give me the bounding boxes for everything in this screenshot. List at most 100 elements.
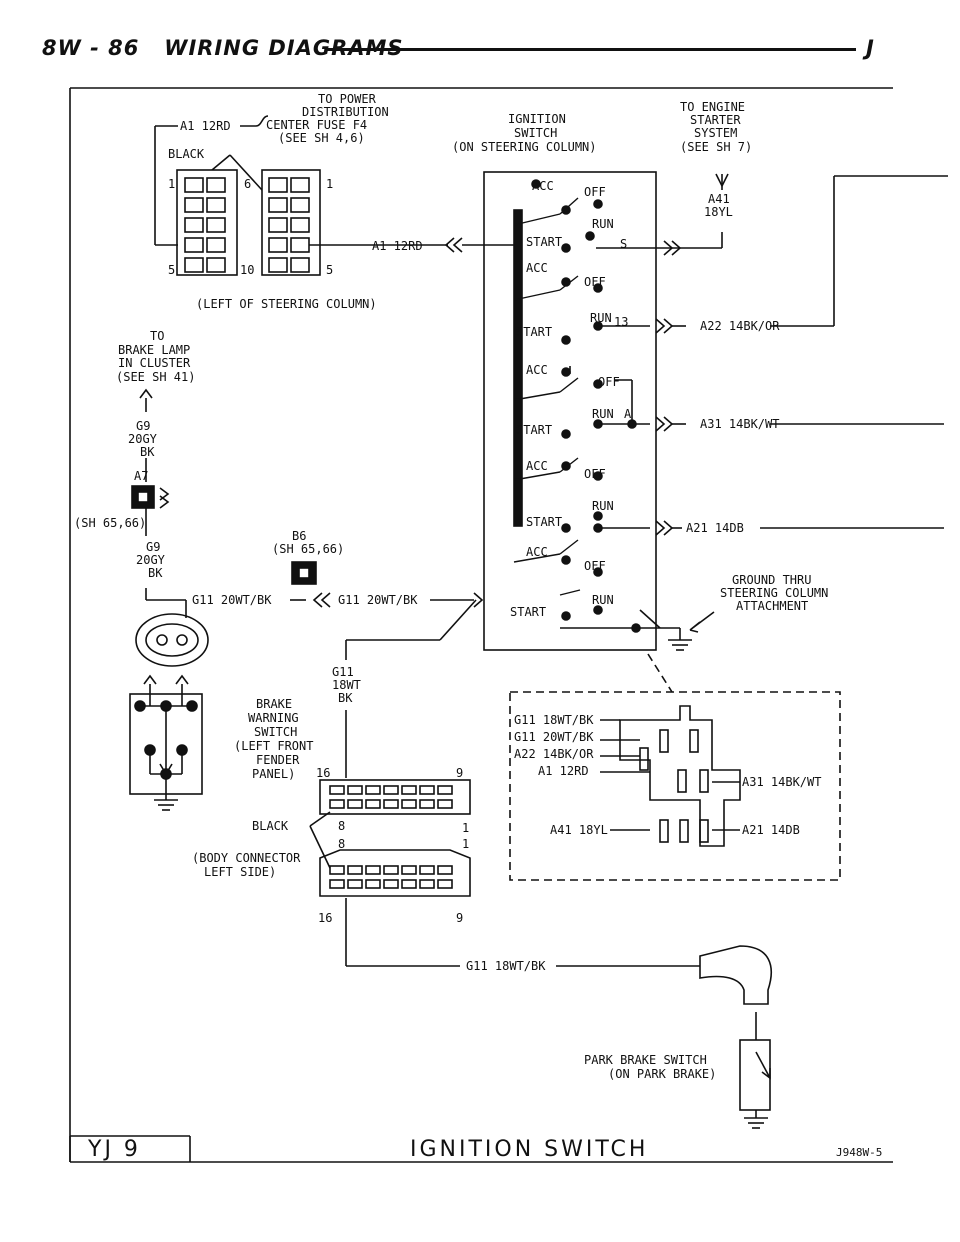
sw-start-5: START: [510, 605, 546, 619]
sw-start-4: START: [526, 515, 562, 529]
label-brake-see: (SEE SH 41): [116, 370, 195, 384]
label-bws-4: (LEFT FRONT: [234, 739, 313, 753]
label-c1b: 1: [462, 837, 469, 851]
label-power-fuse: CENTER FUSE F4: [266, 118, 367, 132]
label-a1-top: A1 12RD: [180, 119, 231, 133]
label-pin-1: 1: [168, 177, 175, 191]
label-a1-right: A1 12RD: [372, 239, 423, 253]
sw-off-3: OFF: [598, 375, 620, 389]
det-a22: A22 14BK/OR: [514, 747, 594, 761]
label-sh-a: (SH 65,66): [74, 516, 146, 530]
label-black-2: BLACK: [252, 819, 289, 833]
det-a21: A21 14DB: [742, 823, 800, 837]
sw-run-1: RUN: [592, 217, 614, 231]
label-bws-6: PANEL): [252, 767, 295, 781]
label-bws-1: BRAKE: [256, 697, 292, 711]
label-g9-b: G9: [146, 540, 160, 554]
label-bws-3: SWITCH: [254, 725, 297, 739]
label-g9-b-c2: BK: [148, 566, 163, 580]
det-a1: A1 12RD: [538, 764, 589, 778]
footer-code: J948W-5: [836, 1146, 882, 1159]
label-g11-18: G11: [332, 665, 354, 679]
sw-acc-3: ACC: [526, 363, 548, 377]
body-connector: [309, 710, 471, 967]
label-body-2: LEFT SIDE): [204, 865, 276, 879]
label-b6: B6: [292, 529, 306, 543]
label-c16a: 16: [316, 766, 330, 780]
label-pin-6: 6: [244, 177, 251, 191]
label-pin-10: 10: [240, 263, 254, 277]
label-g11-18-c2: BK: [338, 691, 353, 705]
label-ign-title-3: (ON STEERING COLUMN): [452, 140, 597, 154]
label-ign-title-2: SWITCH: [514, 126, 557, 140]
label-pin-1b: 1: [326, 177, 333, 191]
sw-start-2: START: [516, 325, 552, 339]
sw-acc-2: ACC: [526, 261, 548, 275]
label-c1a: 1: [462, 821, 469, 835]
label-g11-18-c1: 18WT: [332, 678, 361, 692]
switch-actuator-bar: [513, 209, 523, 527]
label-body-1: (BODY CONNECTOR: [192, 851, 301, 865]
label-c9a: 9: [456, 766, 463, 780]
label-eng-see: (SEE SH 7): [680, 140, 752, 154]
label-pin-5: 5: [168, 263, 175, 277]
label-ign-title-1: IGNITION: [508, 112, 566, 126]
page-header: 8W - 86 WIRING DIAGRAMS J: [0, 0, 960, 80]
sw-start-1: START: [526, 235, 562, 249]
sw-off-5: OFF: [584, 559, 606, 573]
label-eng-system: SYSTEM: [694, 126, 737, 140]
ignition-switch: [483, 171, 680, 651]
sw-run-4: RUN: [592, 499, 614, 513]
label-c8b: 8: [338, 837, 345, 851]
park-brake-plug: [699, 945, 772, 1005]
label-a41: A41: [708, 192, 730, 206]
label-ground-3: ATTACHMENT: [736, 599, 808, 613]
label-c16b: 16: [318, 911, 332, 925]
oval-connector: [135, 613, 209, 667]
label-pin-5b: 5: [326, 263, 333, 277]
sw-acc-5: ACC: [526, 545, 548, 559]
label-a22: A22 14BK/OR: [700, 319, 780, 333]
steering-column-connector: [154, 115, 514, 276]
det-g11-20: G11 20WT/BK: [514, 730, 594, 744]
label-left-of-column: (LEFT OF STEERING COLUMN): [196, 297, 377, 311]
det-a41: A41 18YL: [550, 823, 608, 837]
label-a41-color: 18YL: [704, 205, 733, 219]
sw-run-5: RUN: [592, 593, 614, 607]
label-park-1: PARK BRAKE SWITCH: [584, 1053, 707, 1067]
label-bws-5: FENDER: [256, 753, 300, 767]
label-g9-a-c1: 20GY: [128, 432, 158, 446]
label-c9b: 9: [456, 911, 463, 925]
label-brake-in: IN CLUSTER: [118, 356, 191, 370]
label-brake-lamp: BRAKE LAMP: [118, 343, 190, 357]
label-power-to: TO POWER: [318, 92, 377, 106]
label-eng-starter: STARTER: [690, 113, 741, 127]
sw-acc-4: ACC: [526, 459, 548, 473]
label-g9-b-c1: 20GY: [136, 553, 166, 567]
labels: TO POWER DISTRIBUTION CENTER FUSE F4 (SE…: [74, 92, 882, 1162]
connector-detail: [600, 705, 741, 847]
header-rule: [326, 48, 856, 51]
sw-run-2: RUN: [590, 311, 612, 325]
label-power-see: (SEE SH 4,6): [278, 131, 365, 145]
sw-acc-1: ACC: [532, 179, 554, 193]
sw-s: S: [620, 237, 627, 251]
sw-run-3: RUN: [592, 407, 614, 421]
label-brake-to: TO: [150, 329, 164, 343]
label-ground-1: GROUND THRU: [732, 573, 811, 587]
brake-warning-switch: [129, 674, 203, 811]
label-eng-to: TO ENGINE: [680, 100, 745, 114]
label-power-dist: DISTRIBUTION: [302, 105, 389, 119]
ignition-switch-housing: [483, 171, 657, 651]
sw-a: A: [624, 407, 632, 421]
sw-13: 13: [614, 315, 628, 329]
label-a31: A31 14BK/WT: [700, 417, 779, 431]
label-g11-20-b: G11 20WT/BK: [338, 593, 418, 607]
label-ground-2: STEERING COLUMN: [720, 586, 828, 600]
sw-off-2: OFF: [584, 275, 606, 289]
sw-off-1: OFF: [584, 185, 606, 199]
label-g9-a: G9: [136, 419, 150, 433]
det-a31: A31 14BK/WT: [742, 775, 821, 789]
sw-off-4: OFF: [584, 467, 606, 481]
